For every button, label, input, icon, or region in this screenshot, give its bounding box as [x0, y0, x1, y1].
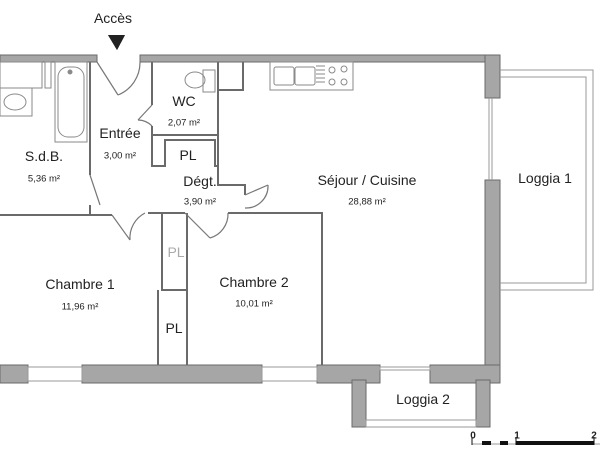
scale-tick-1: 1 — [514, 430, 520, 442]
room-pl2-name: PL — [167, 244, 185, 260]
room-entree-area: 3,00 m² — [103, 150, 137, 162]
room-degt-area: 3,90 m² — [183, 196, 217, 208]
wall-right-lower — [484, 179, 501, 381]
room-sdb-area: 5,36 m² — [27, 173, 61, 185]
room-pl1-name: PL — [179, 147, 197, 163]
room-loggia1-name: Loggia 1 — [518, 170, 572, 186]
room-loggia2-name: Loggia 2 — [396, 391, 450, 407]
room-sejour-name: Séjour / Cuisine — [317, 172, 417, 188]
room-chambre1-name: Chambre 1 — [45, 276, 115, 292]
wall-top-right — [139, 54, 501, 63]
room-wc-area: 2,07 m² — [167, 117, 201, 129]
wall-bottom-4 — [429, 364, 501, 384]
wall-top-left — [0, 54, 98, 63]
room-chambre2-name: Chambre 2 — [219, 274, 289, 290]
wall-bottom-1 — [0, 364, 29, 384]
scale-tick-2: 2 — [591, 430, 597, 442]
wall-bottom-3 — [316, 364, 381, 384]
scale-tick-0: 0 — [470, 430, 476, 442]
room-entree-name: Entrée — [99, 125, 141, 141]
access-label: Accès — [93, 10, 133, 26]
room-chambre2-area: 10,01 m² — [235, 298, 273, 310]
wall-right-upper — [484, 54, 501, 99]
wall-bottom-2 — [81, 364, 263, 384]
room-wc-name: WC — [172, 93, 196, 109]
scale-bar — [471, 437, 600, 445]
room-degt-name: Dégt. — [183, 173, 217, 189]
room-sejour-area: 28,88 m² — [348, 196, 386, 208]
loggia2-wall-right — [475, 379, 491, 428]
loggia2-wall-left — [351, 379, 367, 428]
room-pl3-name: PL — [165, 320, 183, 336]
room-chambre1-area: 11,96 m² — [61, 301, 99, 313]
room-sdb-name: S.d.B. — [24, 148, 64, 164]
